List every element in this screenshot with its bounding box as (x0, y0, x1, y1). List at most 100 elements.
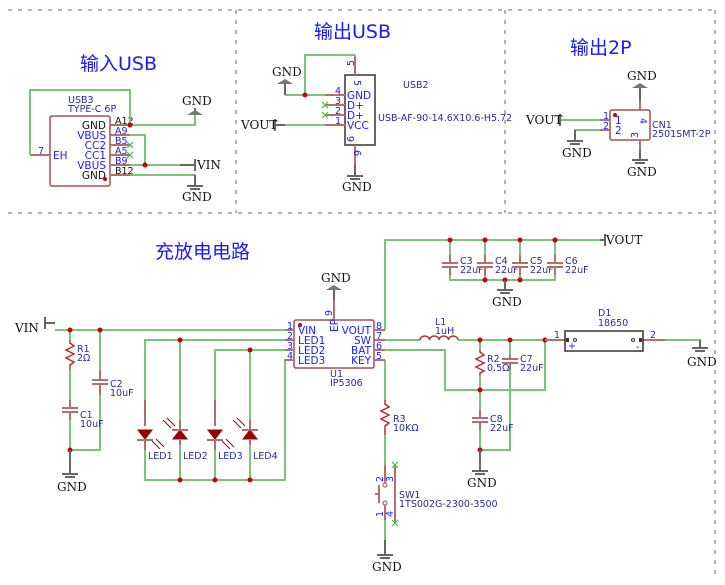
usb2-pin-name: D+ (347, 100, 364, 112)
u1-pin-name: VIN (298, 325, 316, 337)
net-label-gnd: GND (372, 560, 402, 574)
usb3-pin-name: CC2 (85, 140, 106, 152)
u1-pin-num: 3 (287, 341, 293, 352)
gnd-symbol: GND (321, 271, 351, 300)
resistor-r1: R1 2Ω (64, 340, 90, 370)
net-label-vin: VIN (14, 321, 39, 335)
net-label-gnd: GND (321, 271, 351, 285)
section-title-output-2p: 输出2P (570, 37, 632, 59)
junction (482, 237, 488, 243)
no-connect-icon (391, 461, 399, 527)
usb3-pin-num: 7 (38, 146, 44, 157)
gnd-symbol: GND (57, 450, 87, 494)
usb3-pin-num: A5 (115, 146, 128, 157)
c3-value: 22uF (460, 265, 484, 276)
sw1-pin-num: 1 (375, 511, 386, 517)
usb2-pin-name: D+ (347, 110, 364, 122)
usb2-pin-num: 5 (351, 80, 362, 86)
net-label-gnd: GND (627, 165, 657, 179)
usb2-pin-num: 5 (346, 60, 357, 66)
pin1-marker (298, 323, 302, 327)
capacitor-c6: C6 22uF (547, 255, 589, 276)
gnd-symbol: GND (342, 165, 372, 194)
switch-sw1[interactable]: 2 3 1 4 SW1 1TS002G-2300-3500 (375, 461, 498, 527)
led2-ref: LED2 (183, 451, 208, 462)
usb2-ref: USB2 (403, 80, 429, 91)
usb3-pin-num: B12 (115, 166, 134, 177)
c2-ref: C2 (110, 379, 123, 390)
junction (517, 237, 523, 243)
cn1-pin-num: 1 (603, 111, 609, 122)
pin1-marker (103, 177, 107, 181)
usb3-pin-num: B5 (115, 136, 128, 147)
usb3-pin-name: GND (82, 170, 106, 182)
gnd-symbol: GND (687, 340, 717, 369)
capacitor-c5: C5 22uF (512, 255, 554, 276)
junction (482, 277, 488, 283)
cn1-value: 2501SMT-2P (652, 129, 711, 140)
output-2p-wires (560, 119, 600, 140)
usb3-pin-name: VBUS (77, 160, 106, 172)
r3-value: 10KΩ (393, 423, 419, 434)
usb2-pin-name: VCC (347, 120, 369, 132)
gnd-symbol: GND (562, 130, 592, 160)
d1-pin-num: 1 (554, 330, 560, 341)
u1-pin-num: 4 (287, 351, 293, 362)
usb3-pin-name: VBUS (77, 130, 106, 142)
resistor-r3: R3 10KΩ (379, 400, 419, 435)
sw1-ref: SW1 (399, 490, 420, 501)
net-label-gnd: GND (342, 180, 372, 194)
c2-value: 10uF (110, 388, 134, 399)
usb3-pin-name: CC1 (85, 150, 106, 162)
r3-ref: R3 (393, 414, 406, 425)
usb2-pin-num: 1 (335, 116, 341, 127)
junction (177, 477, 183, 483)
vout-net-port: VOUT (600, 233, 642, 247)
net-label-gnd: GND (272, 65, 302, 79)
gnd-symbol: GND (182, 94, 212, 115)
usb2-value: USB-AF-90-14.6X10.6-H5.72 (378, 113, 512, 124)
cn1-pin-name: 2 (615, 125, 622, 137)
r2-value: 0.5Ω (487, 363, 509, 374)
u1-pin-name: LED2 (298, 345, 325, 357)
d1-body (564, 330, 644, 352)
usb2-pin-num: 4 (335, 86, 341, 97)
c5-ref: C5 (530, 256, 543, 267)
r1-ref: R1 (77, 344, 90, 355)
usb2-pin-num: 2 (335, 106, 341, 117)
usb3-body (49, 115, 111, 187)
u1-pin-name: LED3 (298, 355, 325, 367)
ic-u1: VIN LED1 LED2 LED3 VOUT SW BAT KEY 1 2 3… (285, 300, 385, 389)
junction (302, 92, 308, 98)
led-led1: LED1 (136, 400, 173, 462)
junction (247, 347, 253, 353)
led4-ref: LED4 (253, 451, 278, 462)
vin-net-port: VIN (14, 317, 55, 335)
net-label-vout: VOUT (605, 233, 642, 247)
sw1-pin-num: 4 (385, 511, 396, 517)
c7-value: 22uF (520, 363, 544, 374)
section-borders (8, 9, 716, 580)
cn1-connector: 1 2 1 2 4 3 CN1 2501SMT-2P (600, 100, 711, 150)
capacitor-c3: C3 22uF (442, 255, 484, 276)
capacitor-c1: C1 10uF (62, 400, 104, 430)
led3-ref: LED3 (218, 451, 243, 462)
battery-d1: + - 1 2 D1 18650 (545, 308, 665, 353)
u1-pin-name: SW (354, 335, 372, 347)
u1-value: IP5306 (330, 378, 363, 389)
net-label-gnd: GND (467, 476, 497, 490)
cn1-pin-num: 4 (637, 118, 648, 124)
usb3-pin-num: B9 (115, 156, 128, 167)
c3-ref: C3 (460, 256, 473, 267)
net-label-gnd: GND (57, 480, 87, 494)
capacitor-c7: C7 22uF (502, 354, 544, 374)
net-label-gnd: GND (492, 295, 522, 309)
c8-ref: C8 (490, 414, 503, 425)
charge-circuit-wires (55, 237, 701, 555)
gnd-symbol: GND (627, 69, 657, 100)
c5-value: 22uF (530, 265, 554, 276)
gnd-symbol: GND (372, 540, 402, 574)
led-led4: LED4 (232, 417, 278, 462)
gnd-symbol: GND (272, 65, 302, 95)
